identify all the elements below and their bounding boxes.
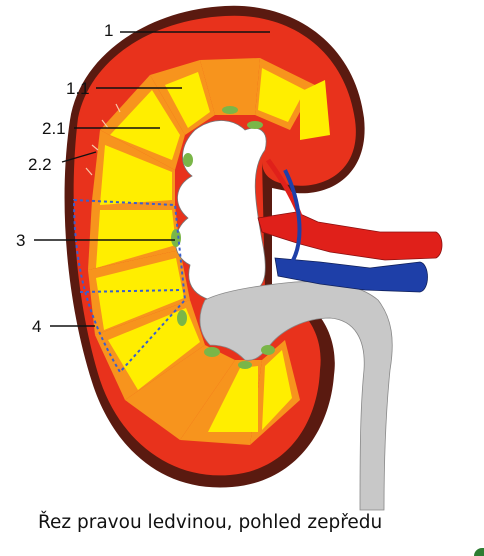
label-3: 3 [16, 232, 25, 249]
diagram-caption: Řez pravou ledvinou, pohled zepředu [38, 512, 484, 533]
label-2-1: 2.1 [42, 120, 66, 137]
renal-artery [258, 212, 442, 260]
label-4: 4 [32, 318, 41, 335]
renal-sinus [176, 121, 267, 300]
label-1-1: 1.1 [66, 80, 90, 97]
label-1: 1 [104, 22, 113, 39]
label-2-2: 2.2 [28, 156, 52, 173]
